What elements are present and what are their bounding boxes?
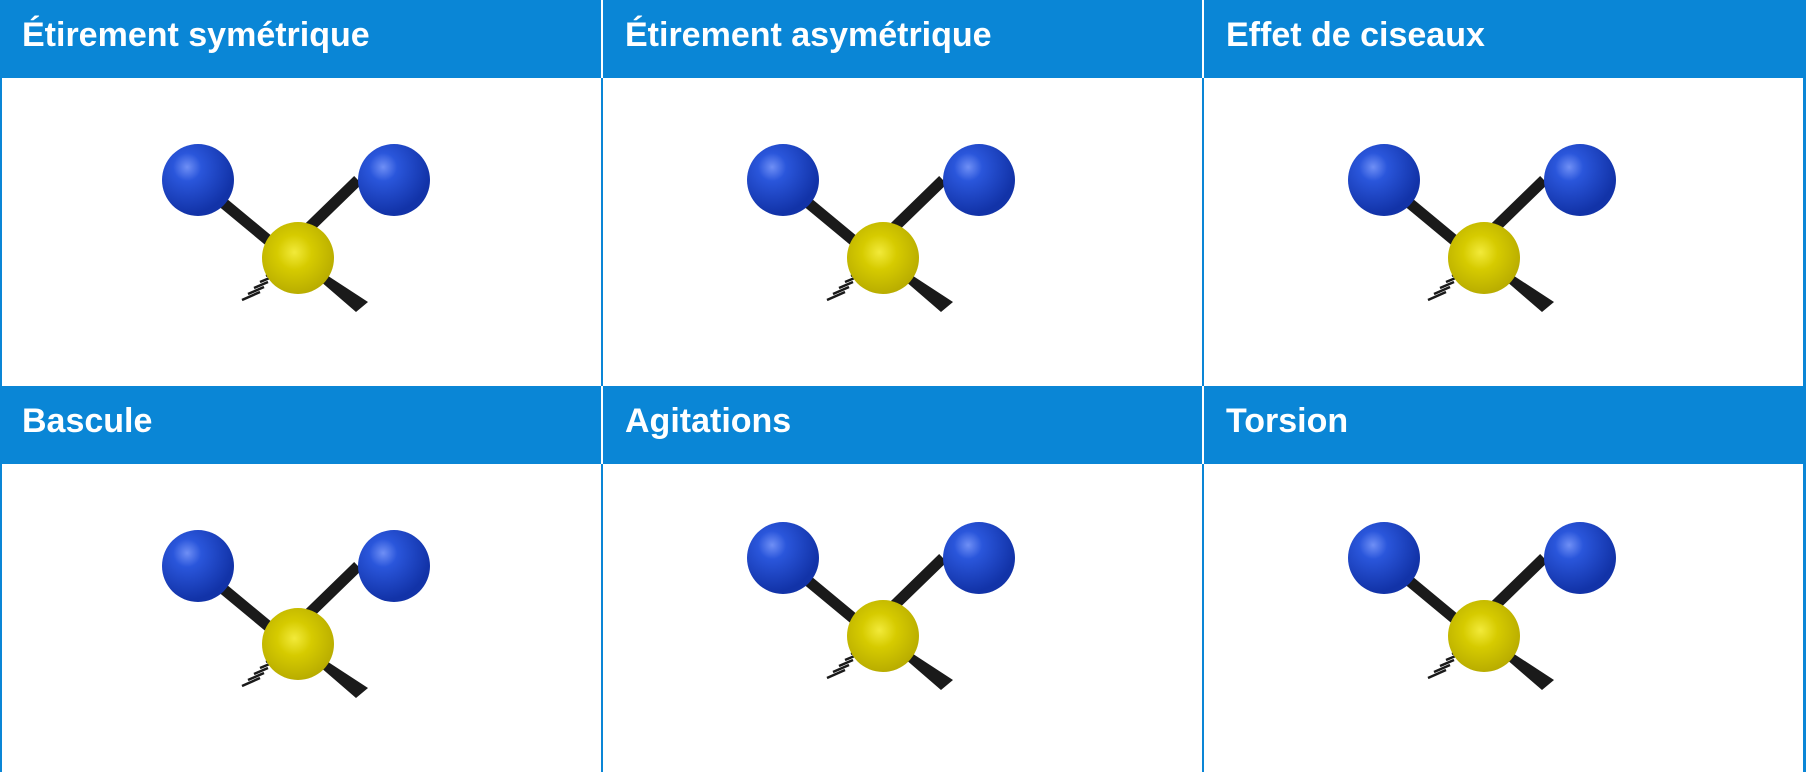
mode-title-3: Effet de ciseaux bbox=[1202, 0, 1806, 78]
mode-title-6: Torsion bbox=[1202, 386, 1806, 464]
mode-title-1: Étirement symétrique bbox=[0, 0, 601, 78]
molecule-symmetric-stretch-icon bbox=[162, 144, 430, 312]
mode-panel-5 bbox=[601, 464, 1202, 772]
mode-panel-4 bbox=[0, 464, 601, 772]
molecule-twisting-icon bbox=[1348, 522, 1616, 690]
mode-title-5: Agitations bbox=[601, 386, 1202, 464]
molecule-scissoring-icon bbox=[1348, 144, 1616, 312]
mode-title-2: Étirement asymétrique bbox=[601, 0, 1202, 78]
molecule-asymmetric-stretch-icon bbox=[747, 144, 1015, 312]
molecule-wagging-icon bbox=[747, 522, 1015, 690]
mode-panel-6 bbox=[1202, 464, 1806, 772]
mode-panel-1 bbox=[0, 78, 601, 386]
mode-title-4: Bascule bbox=[0, 386, 601, 464]
mode-panel-3 bbox=[1202, 78, 1806, 386]
mode-panel-2 bbox=[601, 78, 1202, 386]
molecule-rocking-icon bbox=[162, 530, 430, 698]
